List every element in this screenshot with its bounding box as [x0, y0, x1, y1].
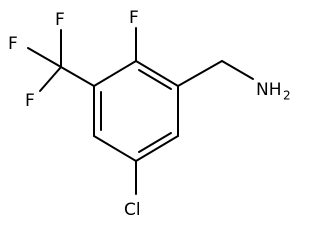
atom-f-lower: F — [25, 91, 35, 111]
ring-bond-3 — [135, 135, 179, 162]
ring-bond-6 — [93, 60, 137, 87]
atom-nh2-subscript: 2 — [283, 89, 291, 103]
atom-cl: Cl — [124, 200, 141, 220]
atom-f-top: F — [55, 10, 65, 30]
bond-cf3-f-lower — [39, 66, 62, 92]
atom-f-ring: F — [129, 8, 139, 28]
bond-ring-cf3 — [60, 66, 95, 87]
ring-double-bond-1 — [138, 69, 172, 90]
bond-ch2-nh2 — [221, 60, 254, 80]
chemical-structure-diagram: F F F F NH 2 Cl — [8, 8, 291, 220]
bond-cf3-f-left — [27, 47, 62, 68]
atom-nh2: NH 2 — [256, 80, 291, 103]
atom-nh2-main: NH — [256, 80, 282, 100]
bond-ring-ch2 — [177, 60, 223, 87]
ring-double-bond-2 — [138, 132, 172, 153]
ring-bond-4 — [93, 135, 137, 162]
ring-bond-1 — [135, 60, 179, 87]
atom-f-left: F — [8, 34, 18, 54]
benzene-ring — [93, 60, 179, 162]
